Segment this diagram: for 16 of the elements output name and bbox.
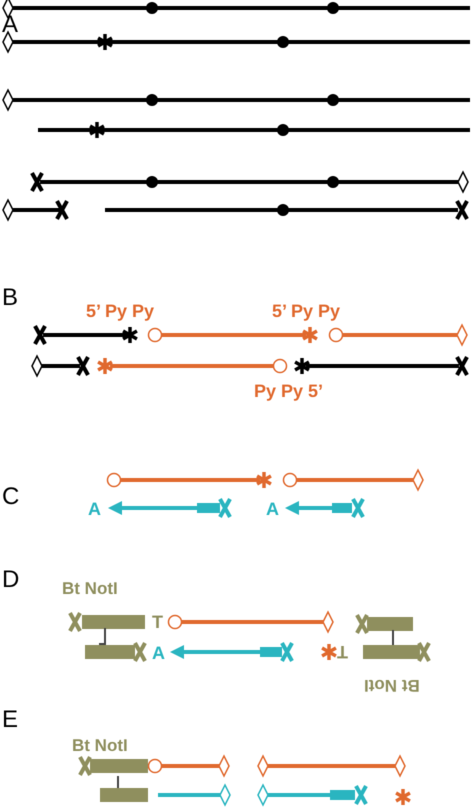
tag-label: Bt NotI <box>72 737 128 754</box>
sequence-label: 5’ Py Py <box>86 302 154 320</box>
base-label: T <box>152 613 163 631</box>
panel-label: D <box>2 568 20 592</box>
base-label: A <box>152 644 165 662</box>
panel-label: C <box>2 485 20 509</box>
sequence-label: 5’ Py Py <box>272 302 340 320</box>
panel-label: B <box>2 286 18 310</box>
base-label: T <box>337 643 348 661</box>
panel-label: E <box>2 708 18 732</box>
base-label: A <box>266 500 279 518</box>
tag-label: Bt NotI <box>62 580 118 597</box>
tag-label: Bt NotI <box>364 677 420 694</box>
base-label: A <box>88 500 101 518</box>
sequence-label: Py Py 5’ <box>254 382 324 400</box>
panel-label: A <box>2 13 18 37</box>
